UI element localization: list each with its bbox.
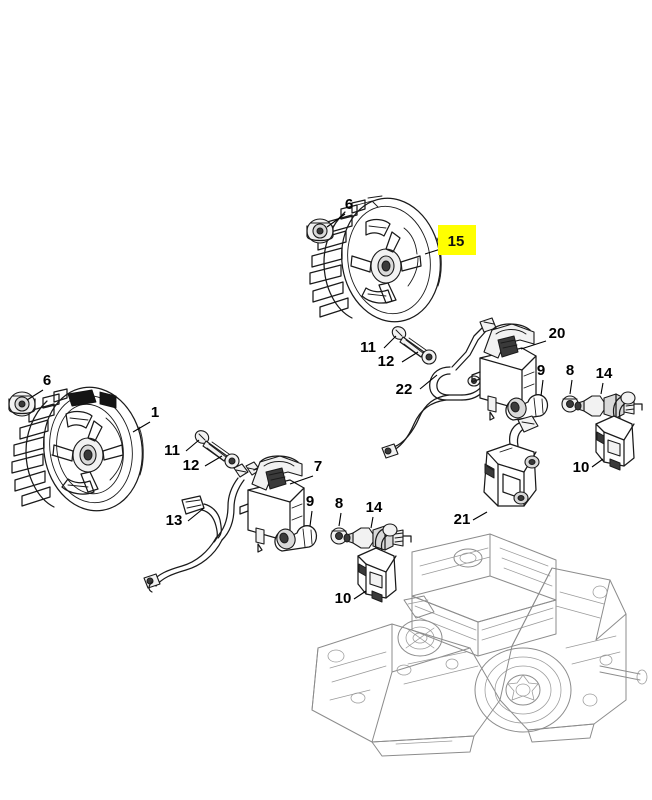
callout-15: 15 bbox=[448, 233, 465, 250]
callout-12-upper: 12 bbox=[378, 353, 395, 370]
callout-labels: 6 15 11 12 22 20 9 8 14 10 6 1 11 12 13 … bbox=[43, 196, 613, 607]
callout-6-lower: 6 bbox=[43, 372, 51, 389]
part-9-spark-plug-boot-upper bbox=[505, 394, 549, 421]
lower-flywheel-hub bbox=[51, 420, 124, 493]
callout-22: 22 bbox=[396, 381, 413, 398]
callout-20: 20 bbox=[549, 325, 566, 342]
part-12-washer-upper bbox=[421, 349, 437, 365]
engine-body-context bbox=[311, 533, 648, 757]
callout-11-upper: 11 bbox=[360, 339, 376, 356]
callout-leaders bbox=[26, 213, 604, 600]
callout-13: 13 bbox=[166, 512, 183, 529]
lower-flywheel-assembly bbox=[11, 386, 144, 512]
part-10-spark-plug-bracket-lower bbox=[357, 523, 398, 603]
part-8-terminal-nut-lower bbox=[330, 527, 348, 545]
callout-11-lower: 11 bbox=[164, 442, 180, 459]
part-9-spark-plug-boot-lower bbox=[274, 525, 318, 552]
callout-6-upper: 6 bbox=[345, 196, 353, 213]
callout-9-upper: 9 bbox=[537, 362, 545, 379]
part-20-ignition-module bbox=[471, 323, 537, 421]
callout-1: 1 bbox=[151, 404, 159, 421]
part-21-guard-bracket bbox=[483, 415, 540, 507]
part-10-spark-plug-bracket-upper bbox=[595, 391, 636, 471]
callout-21: 21 bbox=[454, 511, 471, 528]
lower-flywheel-fins bbox=[11, 388, 68, 507]
highlight-box-part-15 bbox=[438, 225, 476, 255]
part-12-washer-lower bbox=[224, 453, 240, 469]
callout-10-upper: 10 bbox=[573, 459, 590, 476]
callout-9-lower: 9 bbox=[306, 493, 314, 510]
part-7-ignition-module bbox=[239, 455, 305, 553]
callout-8-lower: 8 bbox=[335, 495, 343, 512]
part-6-nut-upper bbox=[306, 218, 334, 244]
callout-10-lower: 10 bbox=[335, 590, 352, 607]
callout-12-lower: 12 bbox=[183, 457, 200, 474]
callout-14-lower: 14 bbox=[366, 499, 383, 516]
callout-7: 7 bbox=[314, 458, 322, 475]
callout-8-upper: 8 bbox=[566, 362, 574, 379]
part-6-nut-lower bbox=[8, 391, 36, 417]
callout-14-upper: 14 bbox=[596, 365, 613, 382]
